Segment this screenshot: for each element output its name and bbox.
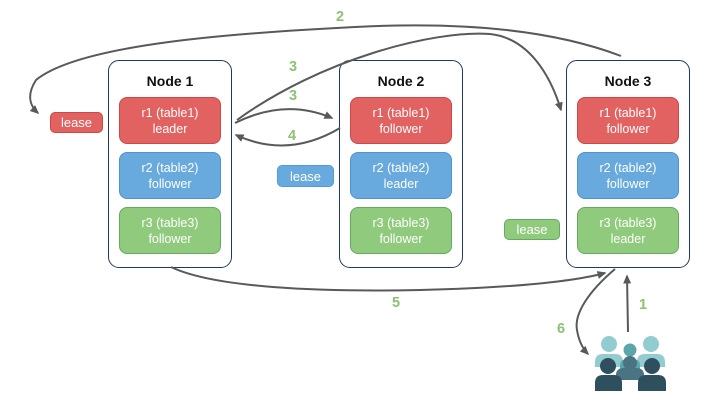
replica-name: r3 (table3) xyxy=(599,215,657,230)
node-3-replica-r1: r1 (table1) follower xyxy=(577,97,679,144)
replica-role: follower xyxy=(606,121,650,136)
node-3-replica-r2: r2 (table2) follower xyxy=(577,152,679,199)
replica-role: leader xyxy=(610,231,646,246)
replica-name: r1 (table1) xyxy=(372,105,430,120)
node-2-replica-r2: r2 (table2) leader xyxy=(350,152,452,199)
step-label-6: 6 xyxy=(556,321,566,337)
step-label-3b: 3 xyxy=(288,88,298,104)
replica-name: r2 (table2) xyxy=(372,160,430,175)
step-label-5: 5 xyxy=(391,295,401,311)
replica-role: leader xyxy=(383,176,419,191)
step-label-4: 4 xyxy=(287,128,297,144)
step-label-3a: 3 xyxy=(288,59,298,75)
replica-name: r2 (table2) xyxy=(141,160,199,175)
node-2-title: Node 2 xyxy=(377,73,425,89)
replica-role: follower xyxy=(379,121,423,136)
node-1-title: Node 1 xyxy=(146,73,194,89)
replica-role: follower xyxy=(606,176,650,191)
replica-name: r1 (table1) xyxy=(141,105,199,120)
users-icon xyxy=(595,336,666,391)
replica-role: leader xyxy=(152,121,188,136)
node-1: Node 1 r1 (table1) leader r2 (table2) fo… xyxy=(108,60,232,268)
node-1-replica-r2: r2 (table2) follower xyxy=(119,152,221,199)
replica-role: follower xyxy=(379,231,423,246)
replica-name: r3 (table3) xyxy=(372,215,430,230)
node-1-replica-r3: r3 (table3) follower xyxy=(119,207,221,254)
replica-role: follower xyxy=(148,176,192,191)
lease-badge-table2: lease xyxy=(277,165,334,187)
lease-badge-table1: lease xyxy=(50,112,103,133)
step-label-2: 2 xyxy=(335,9,345,25)
node-2: Node 2 r1 (table1) follower r2 (table2) … xyxy=(339,60,463,268)
replica-name: r3 (table3) xyxy=(141,215,199,230)
arrow-step3-node1-to-node2 xyxy=(234,108,334,124)
node-1-replica-r1: r1 (table1) leader xyxy=(119,97,221,144)
node-3-replica-r3: r3 (table3) leader xyxy=(577,207,679,254)
step-label-1: 1 xyxy=(638,297,648,313)
node-2-replica-r1: r1 (table1) follower xyxy=(350,97,452,144)
arrow-step1-users-to-node3 xyxy=(623,274,632,333)
arrow-step5-node1-to-node3 xyxy=(170,266,607,292)
node-2-replica-r3: r3 (table3) follower xyxy=(350,207,452,254)
node-3-title: Node 3 xyxy=(604,73,652,89)
node-3: Node 3 r1 (table1) follower r2 (table2) … xyxy=(566,60,690,268)
replica-role: follower xyxy=(148,231,192,246)
lease-badge-table3: lease xyxy=(504,219,560,240)
replica-name: r2 (table2) xyxy=(599,160,657,175)
replica-name: r1 (table1) xyxy=(599,105,657,120)
